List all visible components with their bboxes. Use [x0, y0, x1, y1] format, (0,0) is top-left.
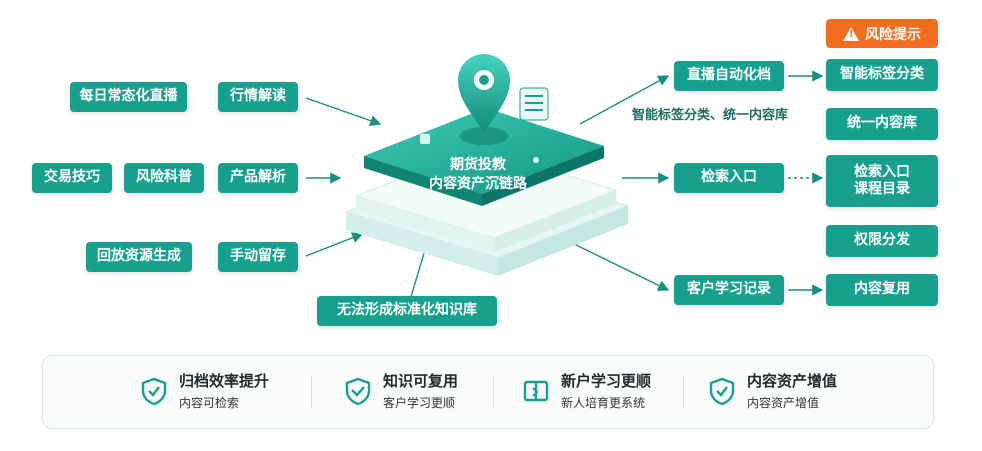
tile-trade-skill: 交易技巧 — [32, 163, 112, 193]
tile-market-read: 行情解读 — [218, 82, 298, 112]
node-search-entry: 检索入口 — [674, 163, 784, 193]
tile-manual-keep: 手动留存 — [218, 242, 298, 272]
feature-asset-value: 内容资产增值 内容资产增值 — [707, 370, 837, 411]
tile-no-standard-kb: 无法形成标准化知识库 — [317, 296, 497, 326]
feature-newbie-learning: 新户学习更顺 新人培育更系统 — [521, 370, 651, 411]
shield-check-icon — [141, 377, 167, 405]
feature-title: 归档效率提升 — [179, 372, 270, 390]
feature-title: 知识可复用 — [383, 372, 459, 390]
tile-search-line2: 课程目录 — [854, 181, 910, 197]
center-title-line2: 内容资产沉链路 — [429, 175, 527, 192]
feature-knowledge-reuse: 知识可复用 客户学习更顺 — [343, 370, 458, 411]
divider — [493, 376, 494, 408]
archive-caption: 智能标签分类、统一内容库 — [632, 108, 789, 123]
center-title-line1: 期货投教 — [450, 157, 506, 173]
feature-sub: 内容可检索 — [179, 396, 240, 410]
warning-icon: ! — [843, 26, 859, 41]
divider — [683, 376, 684, 408]
tile-search-catalog: 检索入口 课程目录 — [826, 155, 938, 207]
feature-title: 新户学习更顺 — [561, 372, 652, 390]
risk-alert-badge: ! 风险提示 — [826, 19, 938, 48]
tile-permission: 权限分发 — [826, 225, 938, 257]
tile-search-line1: 检索入口 — [854, 163, 910, 180]
tile-reuse: 内容复用 — [826, 274, 938, 306]
risk-alert-label: 风险提示 — [865, 26, 921, 43]
feature-sub: 新人培育更系统 — [561, 396, 646, 410]
book-icon — [523, 380, 549, 401]
tile-unified-lib: 统一内容库 — [826, 108, 938, 140]
arrow-center-to-archive — [579, 75, 670, 125]
node-live-archive: 直播自动化档 — [674, 61, 784, 91]
tile-product-analysis: 产品解析 — [218, 163, 298, 193]
divider — [311, 376, 312, 408]
line-bottom-label — [409, 249, 426, 301]
feature-title: 内容资产增值 — [747, 372, 838, 390]
feature-sub: 客户学习更顺 — [383, 396, 456, 410]
feature-archive-efficiency: 归档效率提升 内容可检索 — [139, 370, 269, 411]
arrow-center-to-record — [569, 241, 670, 291]
tile-smart-tag: 智能标签分类 — [826, 59, 938, 91]
node-learning-record: 客户学习记录 — [674, 275, 784, 305]
tile-risk-science: 风险科普 — [124, 163, 204, 193]
feature-sub: 内容资产增值 — [747, 396, 820, 410]
tile-replay-gen: 回放资源生成 — [86, 242, 192, 272]
center-title: 期货投教 内容资产沉链路 — [418, 156, 538, 194]
shield-check-icon — [709, 377, 735, 405]
feature-bar: 归档效率提升 内容可检索 知识可复用 客户学习更顺 新户学习更顺 新人培育更系统 — [42, 355, 934, 429]
heart-shield-icon — [345, 377, 371, 405]
arrow-market-to-center — [305, 97, 382, 127]
tile-daily-live: 每日常态化直播 — [70, 82, 187, 112]
arrow-manual-to-center — [305, 232, 364, 257]
